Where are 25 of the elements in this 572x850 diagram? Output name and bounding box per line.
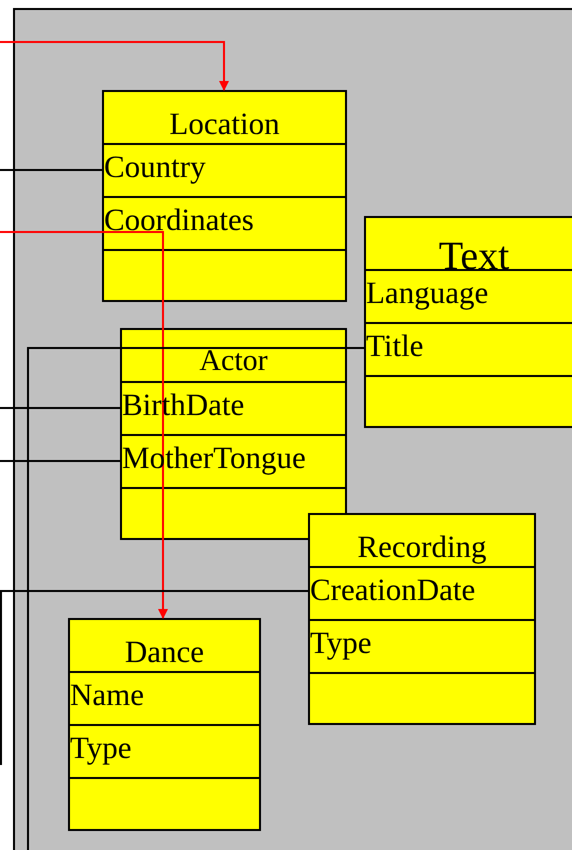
attribute-name: CreationDate [310, 574, 476, 605]
connector [0, 41, 229, 91]
connector [0, 590, 308, 765]
connector [0, 407, 120, 409]
connector [0, 231, 168, 619]
entity-name: Recording [356, 531, 488, 562]
connector [0, 460, 120, 462]
entity-box [308, 513, 536, 725]
attribute-name: Title [366, 330, 424, 361]
entity-name: Location [168, 108, 281, 139]
entity-name: Dance [124, 636, 206, 667]
attribute-name: Country [104, 151, 206, 182]
attribute-name: Name [70, 679, 144, 710]
attribute-name: Language [366, 277, 488, 308]
connector [27, 347, 364, 850]
entity-box [120, 328, 347, 540]
entity-name: Actor [198, 346, 269, 376]
attribute-name: Coordinates [104, 204, 254, 235]
connector [0, 169, 102, 171]
entity-box [68, 618, 261, 831]
entity-box [364, 216, 572, 428]
entity-box [102, 90, 347, 302]
attribute-name: Type [70, 732, 132, 763]
attribute-name: Type [310, 627, 372, 658]
entity-name: Text [438, 236, 510, 276]
